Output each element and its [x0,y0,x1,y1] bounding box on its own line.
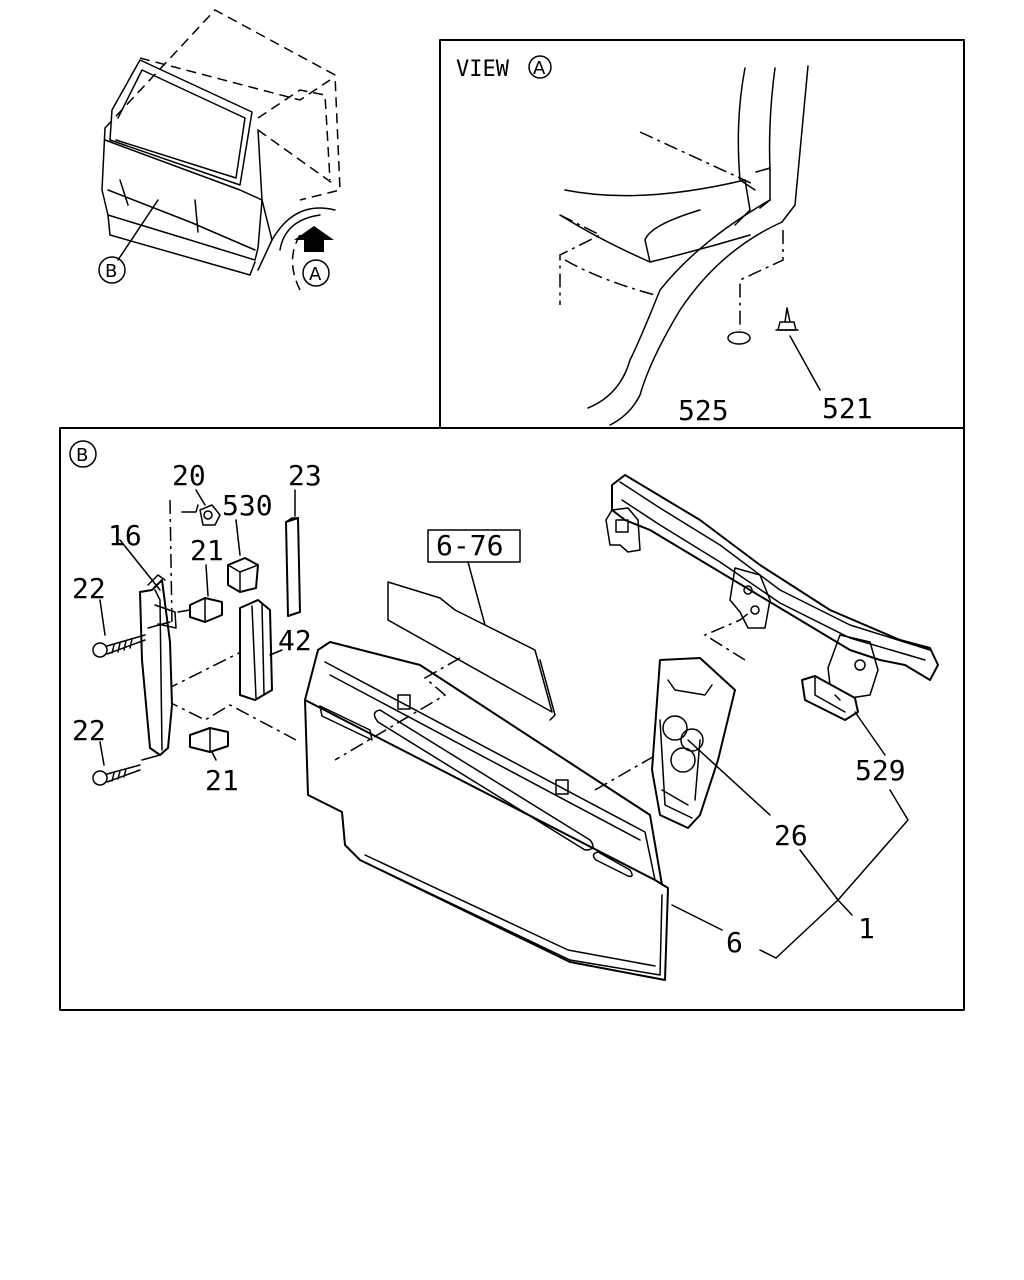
part-16-label: 16 [108,519,142,552]
ref-box-6-76: 6-76 [436,529,503,562]
part-22-top-label: 22 [72,572,106,605]
bracket-plate [651,657,736,829]
part-530-label: 530 [222,489,273,522]
view-a-marker: A [533,58,546,79]
part-21-bottom-label: 21 [205,764,239,797]
part-1-label: 1 [858,912,875,945]
screw-bottom [92,754,161,786]
part-6-label: 6 [726,926,743,959]
part-26-label: 26 [774,819,808,852]
screw-top [92,621,171,658]
pad-530 [227,557,259,593]
part-21-top-label: 21 [190,534,224,567]
part-525-label: 525 [678,394,729,427]
overview-marker-b: B [105,261,117,282]
view-direction-arrow [294,226,334,252]
seal-42 [239,599,283,701]
part-22-bottom-label: 22 [72,714,106,747]
strip-23 [285,517,301,617]
truck-cab-overview: B A [98,9,341,291]
view-a-panel: VIEW A 525 521 [439,39,965,429]
detail-b-panel: B 6-76 16 [59,427,965,1011]
view-a-title: VIEW [456,57,510,82]
part-521-label: 521 [822,392,873,425]
retainer-21-bottom [189,727,229,753]
part-529-label: 529 [855,754,906,787]
cross-member [605,474,939,721]
clip-20 [181,504,221,526]
part-20-label: 20 [172,459,206,492]
part-23-label: 23 [288,459,322,492]
overview-marker-a: A [309,264,322,285]
part-42-label: 42 [278,624,312,657]
detail-b-marker: B [76,445,88,466]
retainer-21-top [177,597,223,623]
